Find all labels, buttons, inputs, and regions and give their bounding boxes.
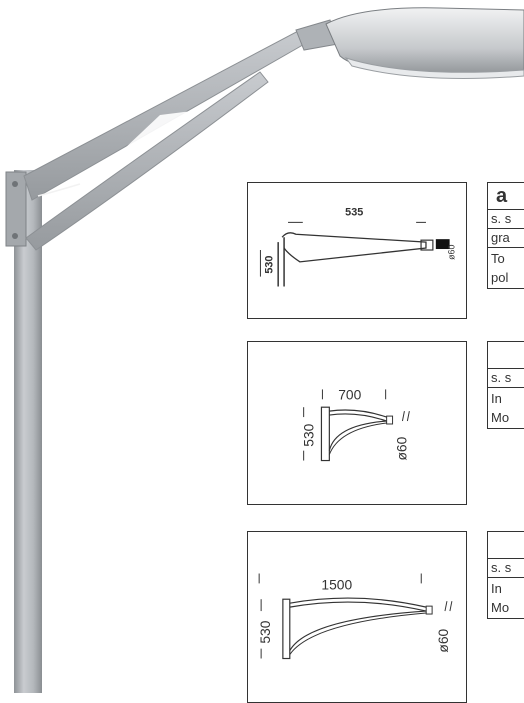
spec-table-2-row: s. s	[488, 369, 524, 388]
dim-width-3: 1500	[321, 576, 352, 592]
spec-table-3-row: In Mo	[488, 578, 524, 618]
spec-table-3: s. s In Mo	[487, 531, 524, 619]
bracket-drawing-3: 1500 530 ø60	[247, 531, 467, 703]
spec-table-1-row: s. s	[488, 210, 524, 229]
spec-table-1: a s. s gra To pol	[487, 182, 524, 289]
bracket-drawing-2: 700 530 ø60	[247, 341, 467, 505]
bracket-drawing-3-svg: 1500 530 ø60	[257, 573, 453, 660]
dim-height-1: 530	[263, 256, 275, 274]
dim-diameter-3: ø60	[435, 628, 451, 652]
spec-table-2-line: Mo	[491, 410, 510, 425]
mounting-bracket	[5, 171, 27, 247]
spec-table-1-row: To pol	[488, 248, 524, 288]
spec-table-2-line: In	[491, 391, 502, 406]
dim-width-2: 700	[338, 386, 361, 402]
dim-height-3: 530	[257, 620, 273, 643]
bracket-drawing-1-svg: 535 530 ø60	[259, 207, 457, 287]
spec-table-1-line: To	[491, 251, 505, 266]
bracket-drawing-1: 535 530 ø60	[247, 182, 467, 319]
spec-table-2: s. s In Mo	[487, 341, 524, 429]
spec-table-1-row: gra	[488, 229, 524, 248]
dim-height-2: 530	[301, 423, 317, 446]
spec-table-2-header	[488, 342, 524, 369]
spec-table-3-line: In	[491, 581, 502, 596]
spec-table-1-header: a	[488, 183, 524, 210]
spec-table-1-line: pol	[491, 270, 509, 285]
lamp-lens	[344, 57, 524, 79]
pole	[14, 170, 42, 693]
dim-diameter-1: ø60	[447, 245, 457, 260]
bracket-drawing-2-svg: 700 530 ø60	[301, 386, 410, 462]
spec-table-3-row: s. s	[488, 559, 524, 578]
spec-table-2-row: In Mo	[488, 388, 524, 428]
spec-table-3-header	[488, 532, 524, 559]
arm-lower-brace	[25, 71, 269, 251]
spec-table-3-line: Mo	[491, 600, 510, 615]
dim-diameter-2: ø60	[393, 436, 409, 460]
dim-width-1: 535	[345, 207, 363, 219]
